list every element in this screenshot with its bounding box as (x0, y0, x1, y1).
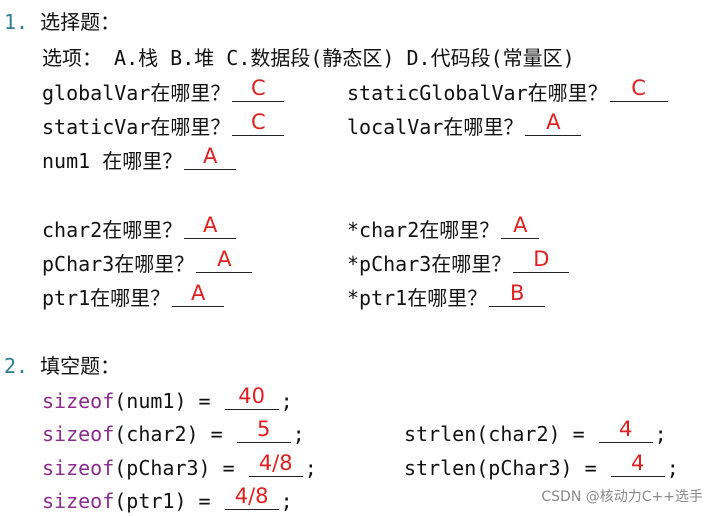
argument: (char2) (476, 422, 561, 446)
argument: (pChar3) (114, 456, 211, 480)
equals-sign: = (186, 389, 223, 413)
fill-strlen-pchar3: strlen(pChar3) = 4; (404, 452, 679, 482)
semicolon: ; (666, 456, 679, 480)
semicolon: ; (292, 422, 305, 446)
answer-text: A (203, 213, 218, 237)
answer-blank[interactable]: A (525, 110, 582, 136)
answer-blank[interactable]: 4 (610, 451, 665, 477)
answer-text: A (203, 144, 218, 168)
answer-text: A (513, 213, 528, 237)
answer-blank[interactable]: A (501, 213, 540, 239)
answer-blank[interactable]: 5 (236, 417, 291, 443)
question-globalvar: globalVar在哪里？ C (42, 77, 286, 107)
question-label: char2在哪里？ (42, 218, 183, 242)
answer-text: D (533, 247, 550, 271)
question-label: localVar在哪里？ (347, 115, 524, 139)
answer-text: 4 (618, 417, 633, 441)
question-staticglobalvar: staticGlobalVar在哪里？ C (347, 77, 670, 107)
question-num1: num1 在哪里？ A (42, 145, 238, 175)
question-label: globalVar在哪里？ (42, 81, 231, 105)
equals-sign: = (572, 456, 609, 480)
question-label: staticVar在哪里？ (42, 115, 231, 139)
argument: (char2) (114, 422, 199, 446)
answer-blank[interactable]: A (184, 213, 237, 239)
question-label: staticGlobalVar在哪里？ (347, 81, 608, 105)
section1-title: 选择题： (40, 10, 121, 34)
question-localvar: localVar在哪里？ A (347, 111, 583, 141)
function-name: sizeof (42, 456, 115, 480)
equals-sign: = (210, 456, 247, 480)
answer-text: 4/8 (258, 451, 293, 475)
answer-text: A (546, 110, 561, 134)
question-char2: char2在哪里？ A (42, 214, 238, 244)
question-deref-ptr1: *ptr1在哪里？ B (347, 282, 547, 312)
answer-text: C (251, 110, 266, 134)
semicolon: ; (654, 422, 667, 446)
answer-blank[interactable]: A (196, 247, 253, 273)
answer-text: C (251, 76, 266, 100)
section2-heading: 2. 填空题： (4, 351, 120, 381)
semicolon: ; (304, 456, 317, 480)
answer-text: 4/8 (234, 484, 269, 508)
argument: (pChar3) (476, 456, 573, 480)
answer-blank[interactable]: A (184, 144, 237, 170)
section1-heading: 1. 选择题： (4, 7, 120, 37)
answer-blank[interactable]: C (609, 76, 668, 102)
answer-blank[interactable]: B (489, 281, 546, 307)
answer-text: 40 (238, 384, 265, 408)
question-pchar3: pChar3在哪里？ A (42, 248, 254, 278)
section2-title: 填空题： (40, 354, 121, 378)
function-name: sizeof (42, 389, 115, 413)
answer-blank[interactable]: C (232, 76, 285, 102)
question-label: ptr1在哪里？ (42, 286, 171, 310)
fill-sizeof-num1: sizeof(num1) = 40; (42, 385, 293, 415)
answer-blank[interactable]: D (513, 247, 570, 273)
question-label: pChar3在哪里？ (42, 252, 195, 276)
options-line: 选项： A.栈 B.堆 C.数据段(静态区) D.代码段(常量区) (42, 46, 575, 70)
argument: (ptr1) (114, 489, 187, 513)
question-label: num1 在哪里？ (42, 149, 183, 173)
answer-text: C (631, 76, 646, 100)
function-name: strlen (404, 422, 477, 446)
question-label: *char2在哪里？ (347, 218, 500, 242)
answer-text: A (217, 247, 232, 271)
argument: (num1) (114, 389, 187, 413)
question-staticvar: staticVar在哪里？ C (42, 111, 286, 141)
answer-text: B (510, 281, 525, 305)
question-ptr1: ptr1在哪里？ A (42, 282, 226, 312)
fill-sizeof-ptr1: sizeof(ptr1) = 4/8; (42, 485, 293, 515)
answer-blank[interactable]: 4 (598, 417, 653, 443)
semicolon: ; (280, 489, 293, 513)
section2-number: 2. (4, 354, 29, 378)
answer-text: A (190, 281, 206, 305)
answer-blank[interactable]: 4/8 (248, 451, 303, 477)
equals-sign: = (186, 489, 223, 513)
equals-sign: = (560, 422, 597, 446)
question-label: *ptr1在哪里？ (347, 286, 488, 310)
question-label: *pChar3在哪里？ (347, 252, 512, 276)
fill-sizeof-char2: sizeof(char2) = 5; (42, 418, 305, 448)
fill-sizeof-pchar3: sizeof(pChar3) = 4/8; (42, 452, 317, 482)
semicolon: ; (280, 389, 293, 413)
question-deref-char2: *char2在哪里？ A (347, 214, 541, 244)
function-name: sizeof (42, 489, 115, 513)
question-deref-pchar3: *pChar3在哪里？ D (347, 248, 571, 278)
function-name: strlen (404, 456, 477, 480)
watermark: CSDN @核动力C++选手 (541, 489, 703, 505)
function-name: sizeof (42, 422, 115, 446)
answer-text: 5 (256, 417, 271, 441)
equals-sign: = (198, 422, 235, 446)
answer-text: 4 (631, 451, 645, 475)
section1-number: 1. (4, 10, 29, 34)
answer-blank[interactable]: A (172, 281, 225, 307)
answer-blank[interactable]: C (232, 110, 285, 136)
fill-strlen-char2: strlen(char2) = 4; (404, 418, 667, 448)
answer-blank[interactable]: 4/8 (224, 484, 279, 510)
answer-blank[interactable]: 40 (224, 384, 279, 410)
